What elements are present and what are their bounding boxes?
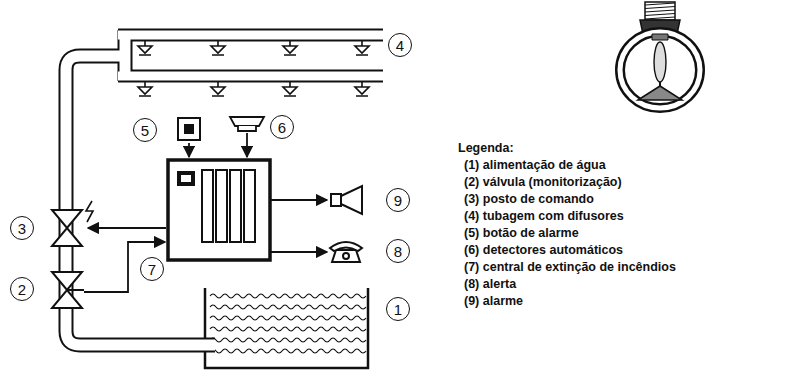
sprinkler-head-illustration xyxy=(620,2,700,108)
sprinkler-head xyxy=(211,41,225,55)
sprinkler-head xyxy=(355,41,369,55)
sprinkler-head xyxy=(138,82,152,96)
legend-entry: (4) tubagem com difusores xyxy=(458,208,676,225)
callout-circle: 5 xyxy=(133,118,157,142)
water-wave xyxy=(210,316,366,320)
thread-line xyxy=(645,7,675,9)
water-wave xyxy=(210,338,366,342)
callout-circle: 3 xyxy=(10,216,34,240)
water-wave xyxy=(210,294,366,298)
callout-circle: 8 xyxy=(386,239,410,263)
legend-entry: (1) alimentação de água xyxy=(458,157,676,174)
alarm-horn xyxy=(331,186,362,214)
pipe-network xyxy=(66,30,385,345)
legend-entry: (7) central de extinção de incêndios xyxy=(458,259,676,276)
sprinkler-head xyxy=(283,82,297,96)
legend-entry: (2) válvula (monitorização) xyxy=(458,174,676,191)
callout-number: 1 xyxy=(394,302,402,317)
callout-number: 6 xyxy=(278,120,286,135)
control-valve xyxy=(52,201,93,246)
sprinkler-head xyxy=(283,41,297,55)
alarm-button xyxy=(178,118,200,140)
monitoring-valve xyxy=(52,272,84,308)
callout-circle: 4 xyxy=(388,33,412,57)
callout-number: 3 xyxy=(18,221,26,236)
thread-line xyxy=(645,17,675,19)
callout-number: 2 xyxy=(18,282,26,297)
callout-circle: 1 xyxy=(386,297,410,321)
callout-number: 7 xyxy=(148,262,156,277)
water-wave xyxy=(210,349,366,353)
legend-heading: Legenda: xyxy=(458,140,676,157)
legend-entry: (8) alerta xyxy=(458,276,676,293)
legend-entry: (6) detectores automáticos xyxy=(458,242,676,259)
control-panel xyxy=(168,160,270,260)
alert-telephone xyxy=(330,242,362,262)
thread-line xyxy=(645,3,675,5)
sprinkler-head xyxy=(355,82,369,96)
legend-box: Legenda:(1) alimentação de água(2) válvu… xyxy=(458,140,676,310)
callout-number: 9 xyxy=(394,193,402,208)
smoke-detector xyxy=(230,117,264,131)
sprinkler-head xyxy=(211,82,225,96)
callout-number: 8 xyxy=(394,244,402,259)
water-tank xyxy=(205,288,368,368)
callout-circle: 6 xyxy=(270,115,294,139)
legend-entry: (9) alarme xyxy=(458,293,676,310)
legend-entry: (5) botão de alarme xyxy=(458,225,676,242)
callout-circle: 9 xyxy=(386,188,410,212)
callout-number: 4 xyxy=(396,38,404,53)
legend-entry: (3) posto de comando xyxy=(458,191,676,208)
signal-arrows xyxy=(84,133,327,292)
callout-circle: 7 xyxy=(140,257,164,281)
sprinkler-heads xyxy=(138,41,369,96)
callout-number: 5 xyxy=(141,123,149,138)
water-wave xyxy=(210,305,366,309)
sprinkler-head xyxy=(138,41,152,55)
callout-circle: 2 xyxy=(10,277,34,301)
thread-line xyxy=(645,10,675,12)
thread-line xyxy=(645,14,675,16)
water-wave xyxy=(210,327,366,331)
